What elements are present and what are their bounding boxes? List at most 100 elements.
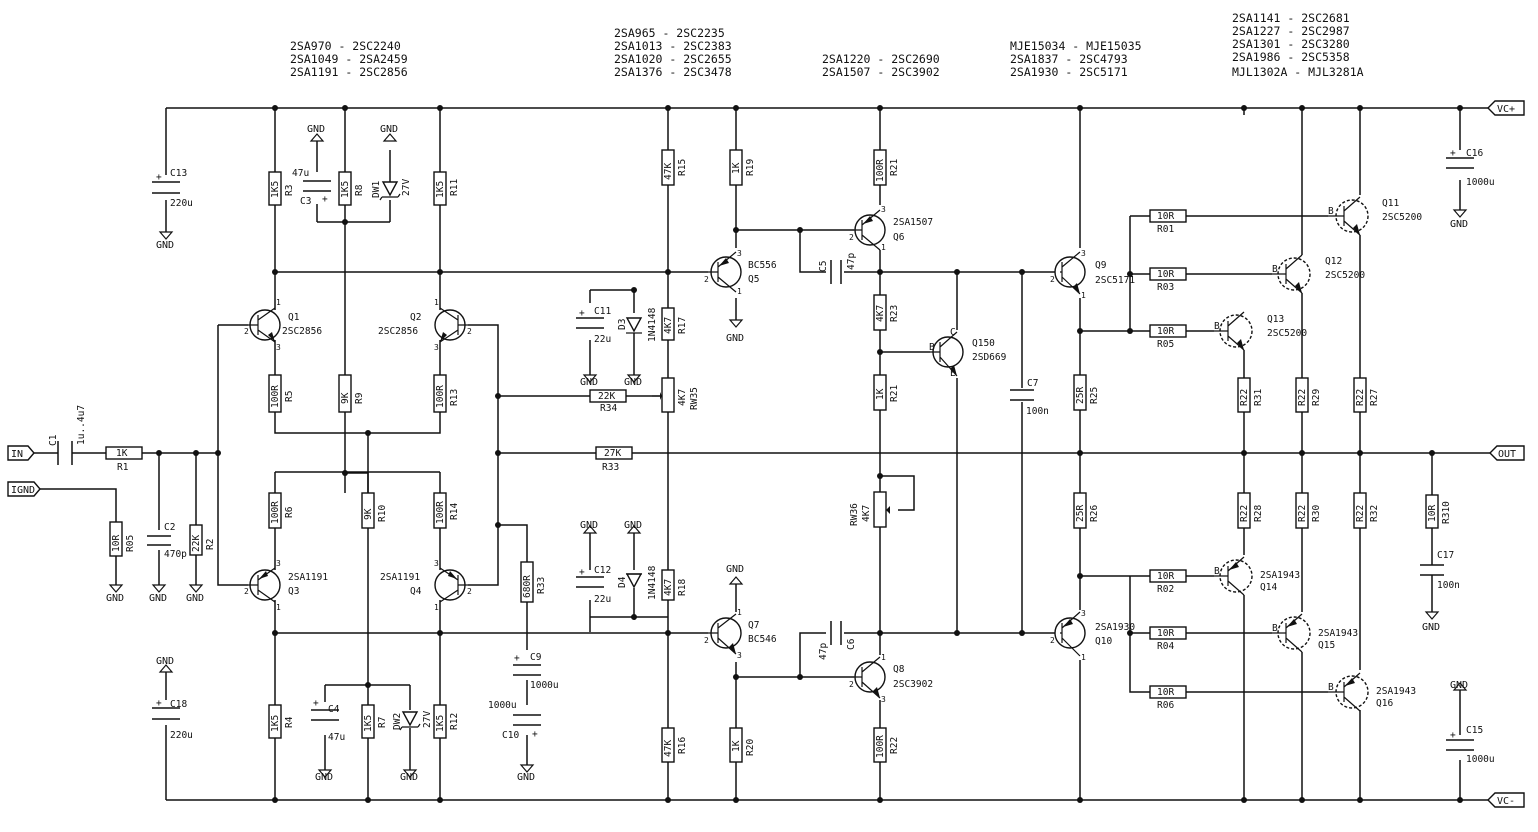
resistor-R31: R22 R31: [1237, 377, 1264, 413]
component-label: Q16: [1376, 698, 1393, 709]
header-line: MJL1302A - MJL3281A: [1232, 65, 1364, 79]
component-label: B: [1272, 264, 1278, 275]
resistor-ref: R05: [125, 535, 136, 552]
resistor-R10: 9K R10: [361, 492, 388, 529]
diode-value: 1N4148: [647, 565, 658, 600]
header-list-2: 2SA965 - 2SC2235 2SA1013 - 2SC2383 2SA10…: [614, 26, 732, 79]
component-label: 2: [849, 233, 854, 242]
plus-sign: +: [313, 698, 319, 709]
component-label: Q9: [1095, 260, 1107, 271]
capacitor-value: 100n: [1437, 580, 1460, 591]
resistor-value: 1K5: [435, 715, 446, 732]
header-line: 2SA1013 - 2SC2383: [614, 39, 732, 53]
component-label: 1: [737, 608, 742, 617]
resistor-R2: 22K R2: [189, 524, 216, 556]
resistor-value: 10R: [1157, 269, 1174, 280]
resistor-R27: R22 R27: [1353, 377, 1380, 413]
resistor-value: 10R: [1157, 628, 1174, 639]
component-label: 2SC3902: [893, 679, 933, 690]
resistor-ref: R33: [602, 462, 619, 473]
resistor-R28: R22 R28: [1237, 492, 1264, 529]
resistors-vertical: 10R R05 22K R2 1K5 R3 1K5 R8 1K5 R11 100…: [109, 149, 1452, 763]
port-ignd[interactable]: IGND: [7, 481, 41, 497]
component-label: 2: [467, 587, 472, 596]
capacitor-ref: C15: [1466, 725, 1483, 736]
resistor-value: 100R: [270, 501, 281, 524]
port-vcp[interactable]: VC+: [1487, 100, 1525, 116]
resistor-value: 1K5: [340, 181, 351, 198]
component-label: Q11: [1382, 198, 1399, 209]
component-label: GND: [1450, 219, 1468, 230]
component-label: C: [950, 327, 956, 338]
header-line: 2SA970 - 2SC2240: [290, 39, 401, 53]
capacitor-ref: C3: [300, 196, 311, 207]
resistor-R32: R22 R32: [1353, 492, 1380, 529]
capacitor-C9: + C9 1000u: [513, 652, 559, 691]
junction-dots: [156, 105, 1463, 803]
resistor-ref: R10: [377, 505, 388, 522]
resistor-R6: 100R R6: [268, 492, 295, 529]
component-label: GND: [517, 772, 535, 783]
gnd-icon: GND: [315, 769, 333, 783]
capacitor-ref: C9: [530, 652, 542, 663]
resistor-value: 10R: [1157, 326, 1174, 337]
gnd-icon: GND: [1422, 611, 1440, 633]
capacitor-ref: C4: [328, 704, 340, 715]
port-vcm-label: VC-: [1497, 796, 1515, 807]
gnd-icon: GND: [726, 564, 744, 585]
capacitor-value: 1000u: [1466, 177, 1495, 188]
component-label: 1: [881, 653, 886, 662]
resistor-ref: R02: [1157, 584, 1174, 595]
component-label: GND: [380, 124, 398, 135]
capacitor-ref: C1: [48, 434, 59, 446]
resistor-R22-100r: 100R R22: [873, 727, 900, 763]
port-out[interactable]: OUT: [1489, 445, 1525, 461]
component-label: 3: [276, 559, 281, 568]
capacitor-value: 47p: [846, 253, 857, 270]
resistor-ref: R30: [1311, 505, 1322, 522]
transistor-Q6: 2SA1507 Q6: [854, 209, 933, 251]
resistor-R05-out: 10R R05: [1149, 324, 1187, 350]
component-label: Q13: [1267, 314, 1284, 325]
gnd-icon: GND: [380, 124, 398, 142]
capacitor-value: 22u: [594, 594, 611, 605]
resistor-R16: 47K R16: [661, 727, 688, 763]
transistor-Q150: B C E Q150 2SD669: [929, 327, 1007, 379]
component-label: Q150: [972, 338, 995, 349]
resistor-ref: R14: [449, 503, 460, 520]
component-label: 2: [1050, 636, 1055, 645]
transistor-Q16: B 2SA1943 Q16: [1328, 672, 1416, 712]
resistor-R5: 100R R5: [268, 374, 295, 413]
port-vcm[interactable]: VC-: [1487, 792, 1525, 808]
header-list-3: 2SA1220 - 2SC2690 2SA1507 - 2SC3902: [822, 52, 940, 79]
pot-value: 4K7: [677, 389, 688, 406]
capacitor-value: 470p: [164, 549, 187, 560]
header-list-5: 2SA1141 - 2SC2681 2SA1227 - 2SC2987 2SA1…: [1232, 11, 1364, 79]
resistor-value: 1K: [116, 448, 128, 459]
resistor-value: 1K5: [435, 181, 446, 198]
resistor-ref: R04: [1157, 641, 1174, 652]
resistor-ref: R310: [1441, 501, 1452, 524]
resistor-ref: R1: [117, 462, 129, 473]
resistor-ref: R2: [205, 539, 216, 550]
pot-RW35: 4K7 RW35: [652, 377, 700, 413]
component-label: GND: [400, 772, 418, 783]
resistor-R17: 4K7 R17: [661, 307, 688, 341]
header-line: MJE15034 - MJE15035: [1010, 39, 1142, 53]
resistor-ref: R21: [889, 159, 900, 176]
pot-ref: RW36: [849, 503, 860, 526]
resistor-R02: 10R R02: [1149, 569, 1187, 595]
port-in[interactable]: IN: [7, 445, 35, 461]
component-label: 2SA1943: [1376, 686, 1416, 697]
component-label: BC546: [748, 634, 777, 645]
capacitor-ref: C11: [594, 306, 611, 317]
resistor-R29: R22 R29: [1295, 377, 1322, 413]
resistor-ref: R5: [284, 391, 295, 402]
resistor-value: 1K5: [363, 715, 374, 732]
plus-sign: +: [514, 653, 520, 664]
component-label: GND: [726, 333, 744, 344]
resistor-R34: 22K R34: [589, 389, 627, 414]
transistor-Q1: Q1 2SC2856: [248, 307, 322, 343]
resistor-R7: 1K5 R7: [361, 704, 388, 739]
transistor-Q10: 2SA1930 Q10: [1054, 611, 1135, 657]
